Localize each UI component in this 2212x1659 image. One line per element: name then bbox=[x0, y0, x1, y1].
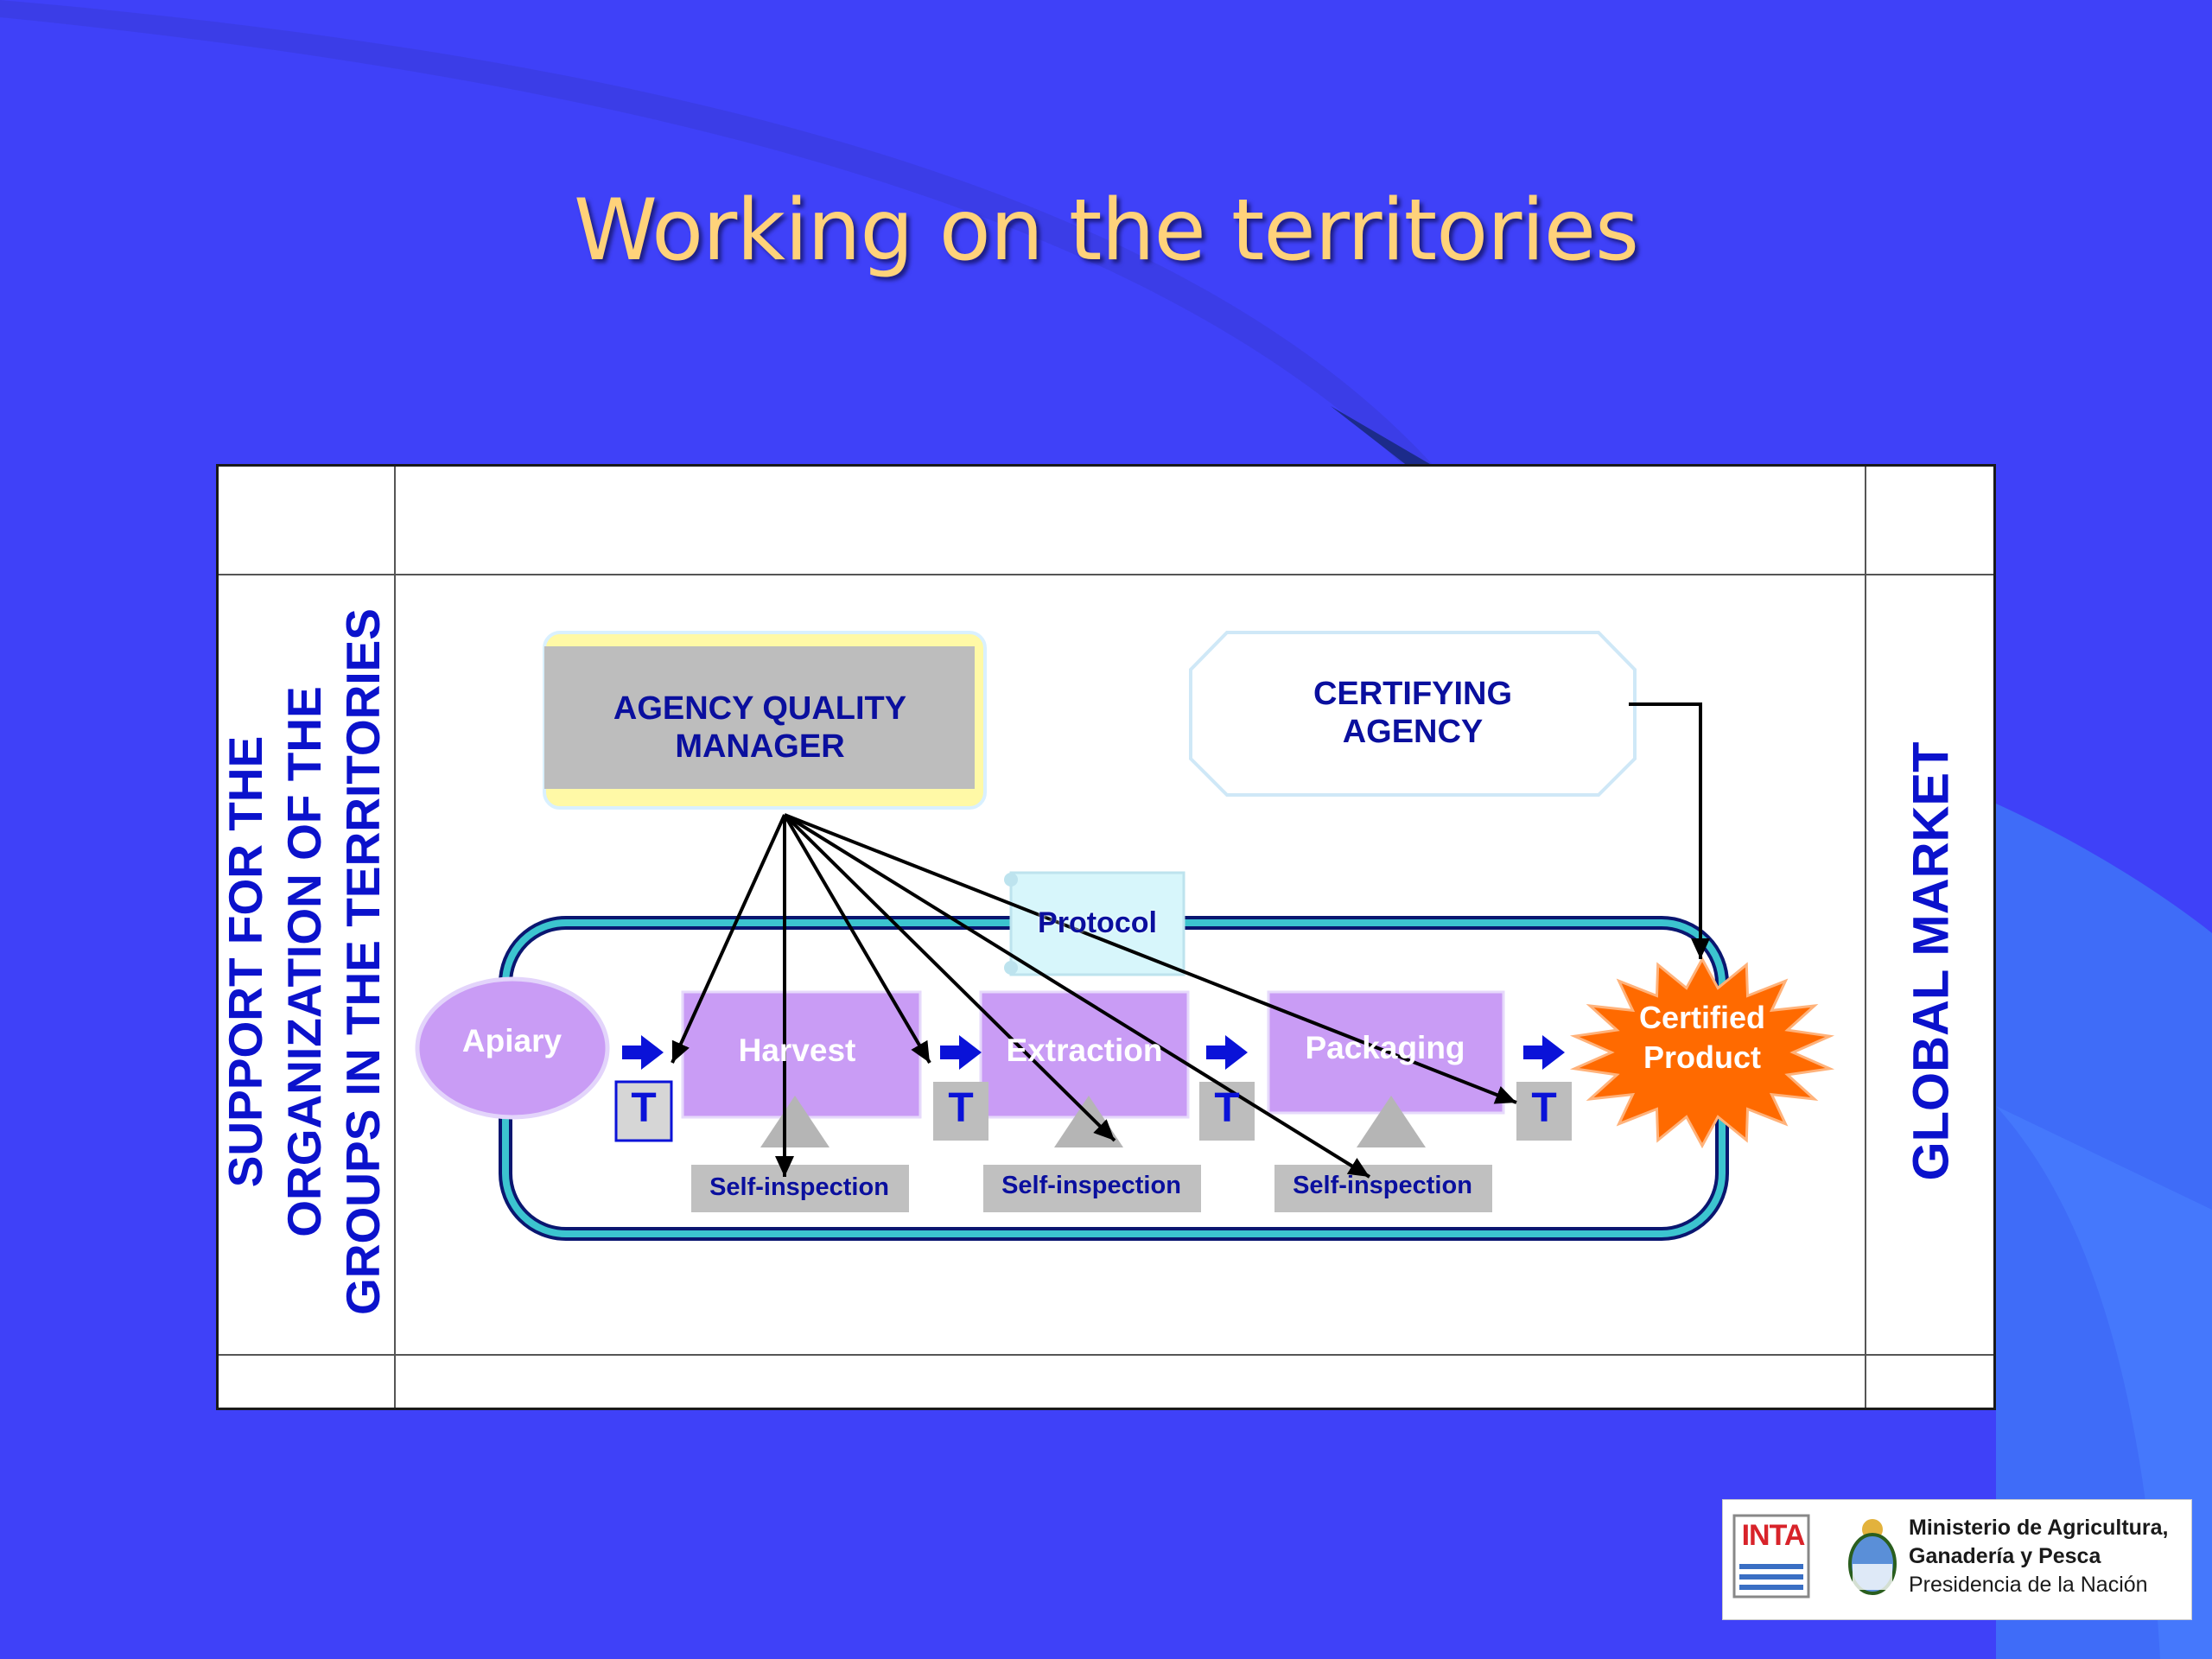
agency-quality-manager-box bbox=[543, 631, 987, 810]
harvest-label: Harvest bbox=[738, 1033, 856, 1068]
extraction-box bbox=[979, 990, 1190, 1119]
frame-divider-left bbox=[394, 467, 396, 1408]
self-inspection-box-1 bbox=[691, 1165, 909, 1212]
national-emblem-icon bbox=[1848, 1519, 1897, 1595]
inspection-triangle-1 bbox=[760, 1096, 830, 1147]
frame-divider-right bbox=[1865, 467, 1866, 1408]
self-inspection-box-2 bbox=[983, 1165, 1201, 1212]
t-box-4 bbox=[1516, 1082, 1572, 1141]
packaging-label: Packaging bbox=[1305, 1030, 1465, 1065]
t-box-2 bbox=[933, 1082, 988, 1141]
inta-logo-text: INTA bbox=[1741, 1519, 1806, 1552]
traceability-mark-3: T bbox=[1214, 1085, 1240, 1131]
protocol-label: Protocol bbox=[1038, 906, 1157, 939]
agency-quality-manager-label: AGENCY QUALITY MANAGER bbox=[542, 641, 978, 814]
certifying-agency-line-2: AGENCY bbox=[1342, 714, 1484, 750]
traceability-mark-2: T bbox=[948, 1085, 974, 1131]
flow-arrows bbox=[622, 1035, 1565, 1070]
frame-divider-bottom bbox=[219, 1354, 1993, 1356]
certifying-agency-label: CERTIFYING AGENCY bbox=[1188, 631, 1637, 795]
self-inspection-box-3 bbox=[1274, 1165, 1492, 1212]
traceability-mark-4: T bbox=[1531, 1085, 1557, 1131]
harvest-box bbox=[681, 990, 922, 1119]
right-band: GLOBAL MARKET bbox=[1866, 570, 1996, 1352]
ministry-text: Ministerio de Agricultura, Ganadería y P… bbox=[1909, 1514, 2194, 1599]
certified-product-label: Certified Product bbox=[1577, 998, 1827, 1077]
ministry-line-1: Ministerio de Agricultura, bbox=[1909, 1516, 2169, 1540]
apiary-label: Apiary bbox=[461, 1023, 563, 1058]
certified-product-burst bbox=[1569, 956, 1835, 1149]
certified-product-line-2: Product bbox=[1643, 1039, 1761, 1075]
left-band-line-1: SUPPORT FOR THE bbox=[218, 735, 272, 1187]
ministry-line-2: Ganadería y Pesca bbox=[1909, 1544, 2101, 1568]
apiary-node bbox=[415, 976, 610, 1120]
traceability-mark-1: T bbox=[631, 1085, 657, 1131]
certified-product-line-1: Certified bbox=[1638, 1000, 1766, 1035]
self-inspection-label-3: Self-inspection bbox=[1293, 1172, 1472, 1199]
extraction-label: Extraction bbox=[1006, 1033, 1163, 1068]
left-band-line-2: ORGANIZATION OF THE bbox=[276, 685, 331, 1237]
protocol-scroll bbox=[1004, 871, 1185, 976]
certifying-agency-line-1: CERTIFYING bbox=[1313, 676, 1513, 712]
inta-logo bbox=[1732, 1514, 1810, 1599]
global-market-label: GLOBAL MARKET bbox=[1903, 741, 1960, 1181]
self-inspection-label-2: Self-inspection bbox=[1001, 1172, 1181, 1199]
manager-arrows bbox=[671, 702, 1710, 1179]
t-box-1 bbox=[614, 1080, 673, 1142]
slide-title: Working on the territories bbox=[573, 181, 1639, 280]
t-box-3 bbox=[1199, 1082, 1255, 1141]
left-band-line-3: GROUPS IN THE TERRITORIES bbox=[335, 607, 390, 1315]
self-inspection-label-1: Self-inspection bbox=[709, 1173, 889, 1201]
certifying-agency-box bbox=[1189, 631, 1637, 797]
ministry-line-3: Presidencia de la Nación bbox=[1909, 1573, 2148, 1597]
agency-quality-manager-line-2: MANAGER bbox=[675, 728, 845, 765]
agency-quality-manager-line-1: AGENCY QUALITY bbox=[613, 690, 907, 727]
left-band: SUPPORT FOR THE ORGANIZATION OF THE GROU… bbox=[216, 570, 391, 1352]
inspection-triangle-3 bbox=[1357, 1096, 1426, 1147]
frame-divider-top bbox=[219, 574, 1993, 575]
